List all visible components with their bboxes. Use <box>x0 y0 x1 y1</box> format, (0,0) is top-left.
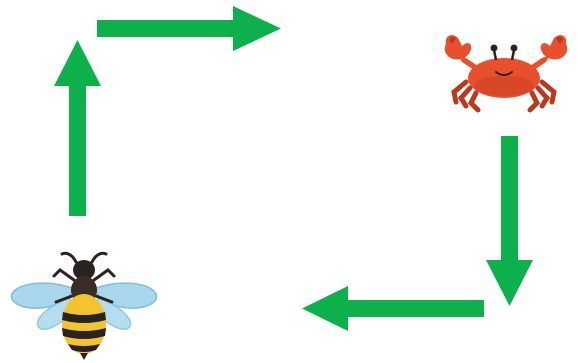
arrow-down-right <box>486 136 533 306</box>
crab-icon <box>444 35 568 113</box>
bee-icon <box>10 251 158 360</box>
arrow-up-left <box>54 40 101 216</box>
arrow-right-top <box>97 6 281 51</box>
arrow-left-bottom <box>302 286 484 331</box>
